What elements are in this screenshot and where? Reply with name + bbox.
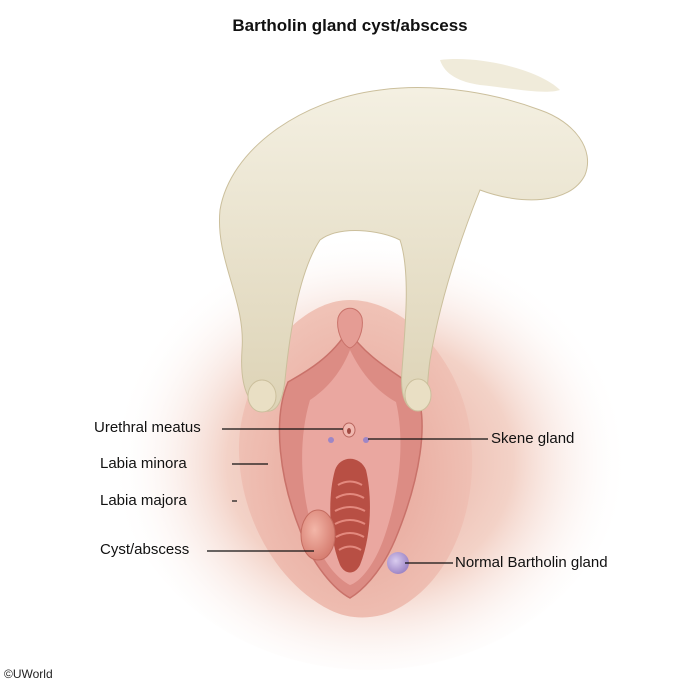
label-labia-minora: Labia minora	[100, 455, 187, 472]
label-normal-bartholin-gland: Normal Bartholin gland	[455, 554, 608, 571]
label-labia-majora: Labia majora	[100, 492, 187, 509]
skene-gland-left	[328, 437, 334, 443]
figure-title: Bartholin gland cyst/abscess	[232, 16, 468, 35]
label-cyst-abscess: Cyst/abscess	[100, 541, 190, 558]
label-skene-gland: Skene gland	[491, 430, 575, 447]
label-urethral-meatus: Urethral meatus	[94, 419, 201, 436]
copyright-notice: ©UWorld	[4, 667, 53, 681]
cyst-abscess-shape	[300, 509, 336, 561]
leader-lines	[207, 428, 488, 564]
skene-gland-right	[363, 437, 369, 443]
normal-bartholin-gland-shape	[387, 552, 409, 574]
hand-illustration	[218, 59, 589, 413]
vaginal-canal-shape	[330, 458, 370, 573]
clitoral-hood-shape	[337, 307, 363, 349]
